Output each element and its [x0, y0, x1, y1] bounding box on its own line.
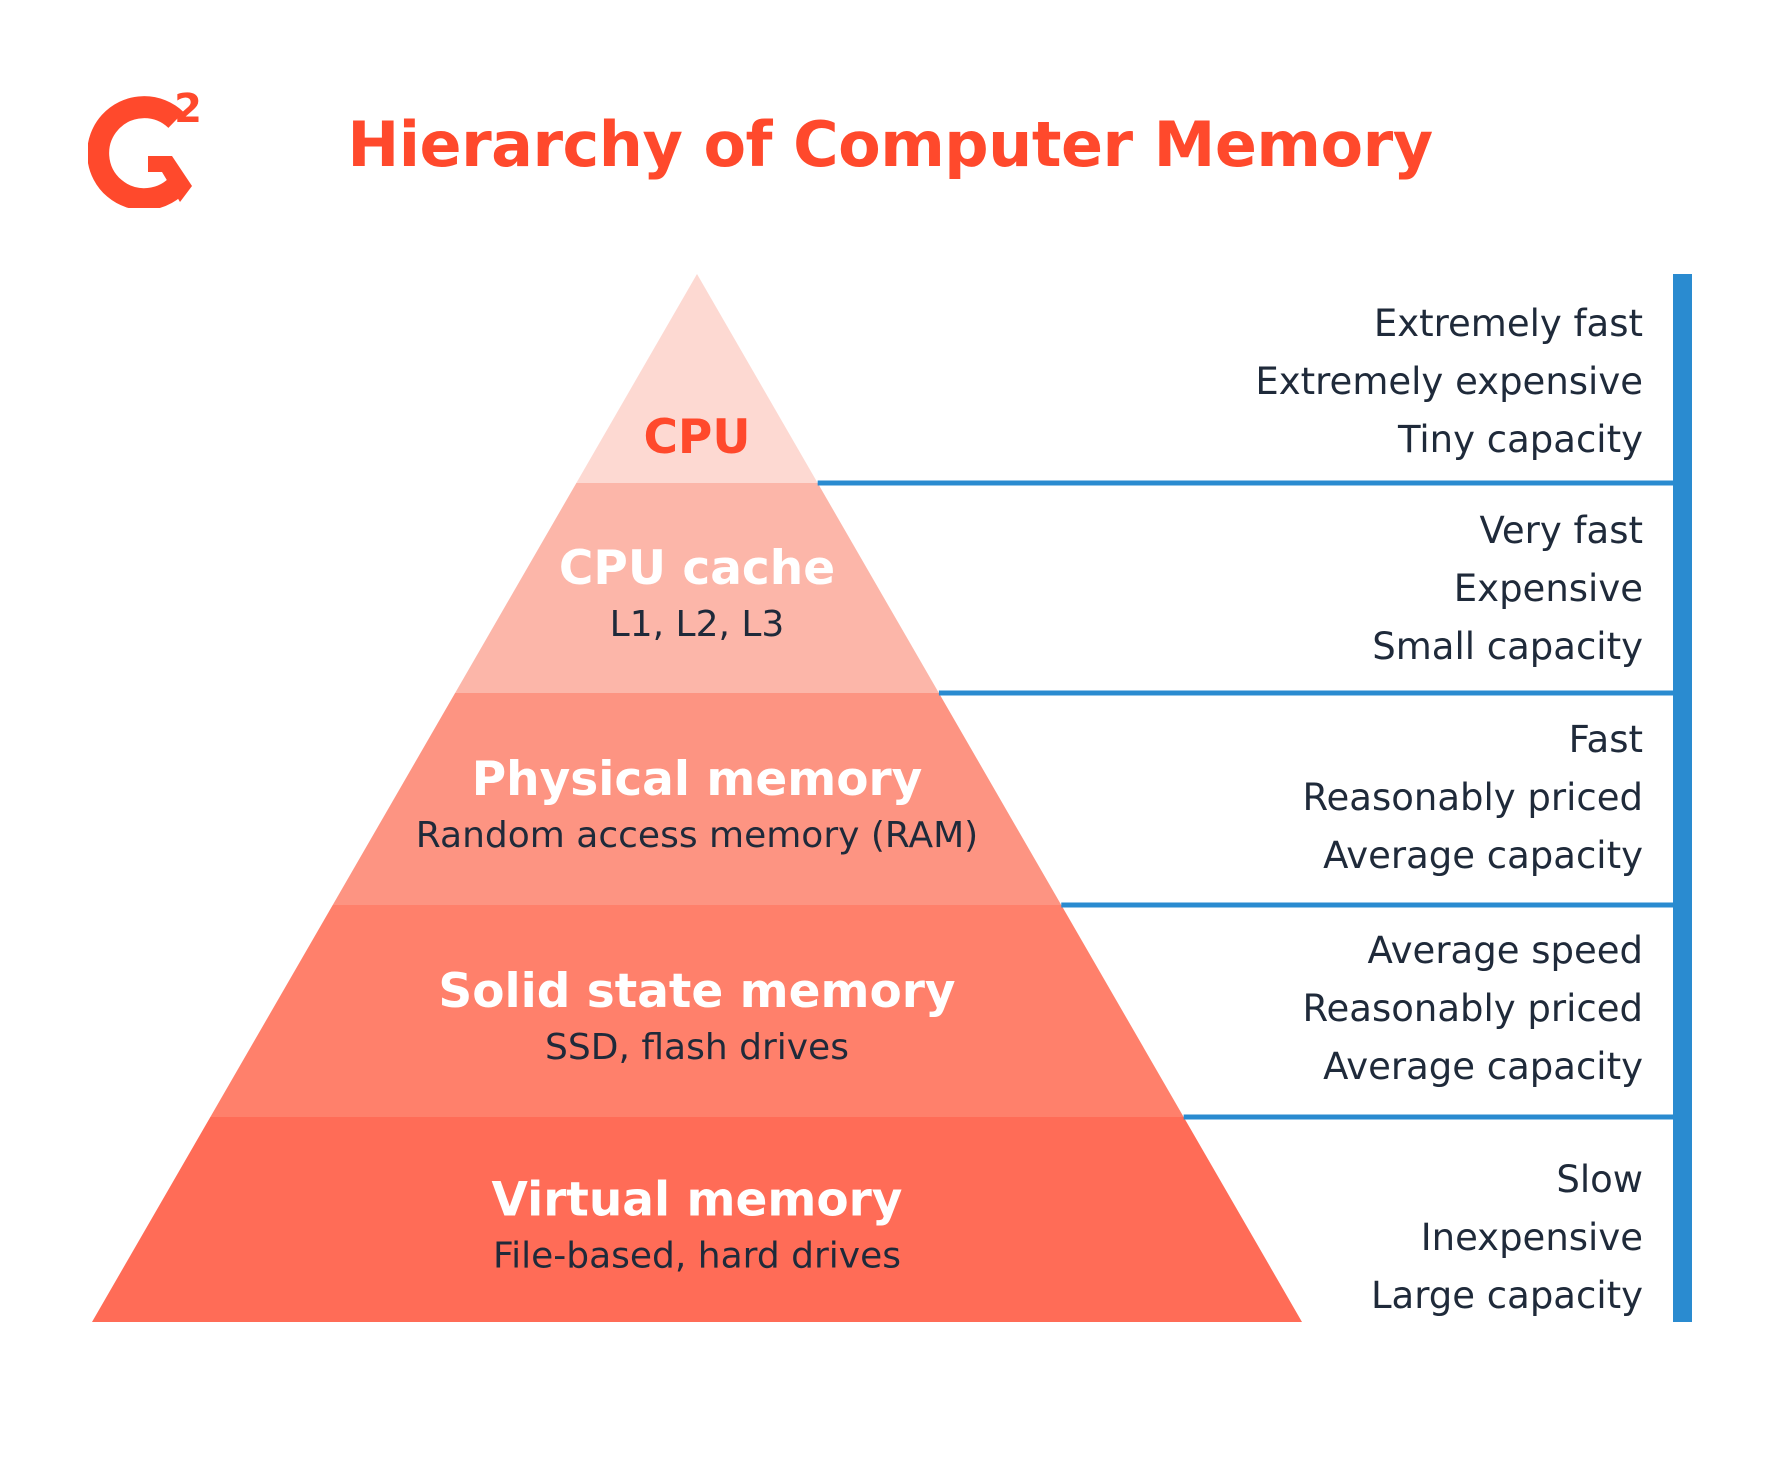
tier-virtual-memory-property-1: Slow: [1556, 1158, 1643, 1201]
tier-solid-state-memory-property-1: Average speed: [1368, 929, 1643, 972]
tier-virtual-memory-name: Virtual memory: [492, 1173, 903, 1228]
tier-cpu-cache-property-3: Small capacity: [1372, 625, 1643, 668]
page-title: Hierarchy of Computer Memory: [347, 108, 1433, 181]
right-bracket-bar: [1673, 274, 1692, 1322]
tier-cpu-cache-property-1: Very fast: [1479, 509, 1643, 552]
logo-g-arc: [88, 96, 189, 208]
tier-solid-state-memory-subtitle: SSD, flash drives: [545, 1027, 849, 1068]
tier-cpu: CPU Extremely fast Extremely expensive T…: [576, 274, 1643, 483]
tier-cpu-property-1: Extremely fast: [1374, 302, 1643, 345]
tier-physical-memory: Physical memory Random access memory (RA…: [332, 693, 1643, 905]
tier-virtual-memory-shape: [92, 1117, 1302, 1322]
tier-cpu-property-3: Tiny capacity: [1397, 418, 1643, 461]
tier-cpu-cache-property-2: Expensive: [1454, 567, 1643, 610]
tier-virtual-memory-property-2: Inexpensive: [1421, 1216, 1643, 1259]
logo-g-bar: [148, 156, 192, 202]
tier-physical-memory-shape: [332, 693, 1062, 905]
tier-cpu-property-2: Extremely expensive: [1255, 360, 1643, 403]
tier-solid-state-memory-name: Solid state memory: [438, 964, 955, 1019]
tier-cpu-shape: [576, 274, 818, 483]
tier-solid-state-memory-property-3: Average capacity: [1323, 1045, 1643, 1088]
tier-virtual-memory: Virtual memory File-based, hard drives S…: [92, 1117, 1643, 1322]
tier-physical-memory-name: Physical memory: [472, 752, 923, 807]
tier-solid-state-memory-property-2: Reasonably priced: [1302, 987, 1643, 1030]
tier-virtual-memory-subtitle: File-based, hard drives: [493, 1236, 901, 1277]
tier-cpu-cache-name: CPU cache: [559, 541, 835, 596]
tier-physical-memory-property-2: Reasonably priced: [1302, 776, 1643, 819]
tier-virtual-memory-property-3: Large capacity: [1371, 1274, 1643, 1317]
tier-physical-memory-property-1: Fast: [1569, 718, 1643, 761]
tier-solid-state-memory: Solid state memory SSD, flash drives Ave…: [210, 905, 1643, 1117]
tier-physical-memory-subtitle: Random access memory (RAM): [416, 815, 978, 856]
tier-solid-state-memory-shape: [210, 905, 1184, 1117]
tier-physical-memory-property-3: Average capacity: [1323, 834, 1643, 877]
logo-superscript: 2: [174, 86, 202, 132]
tier-cpu-cache: CPU cache L1, L2, L3 Very fast Expensive…: [455, 483, 1643, 693]
tier-cpu-cache-subtitle: L1, L2, L3: [610, 604, 785, 645]
tier-cpu-name: CPU: [643, 410, 750, 465]
g2-logo: 2: [88, 86, 202, 208]
tier-cpu-cache-shape: [455, 483, 939, 693]
